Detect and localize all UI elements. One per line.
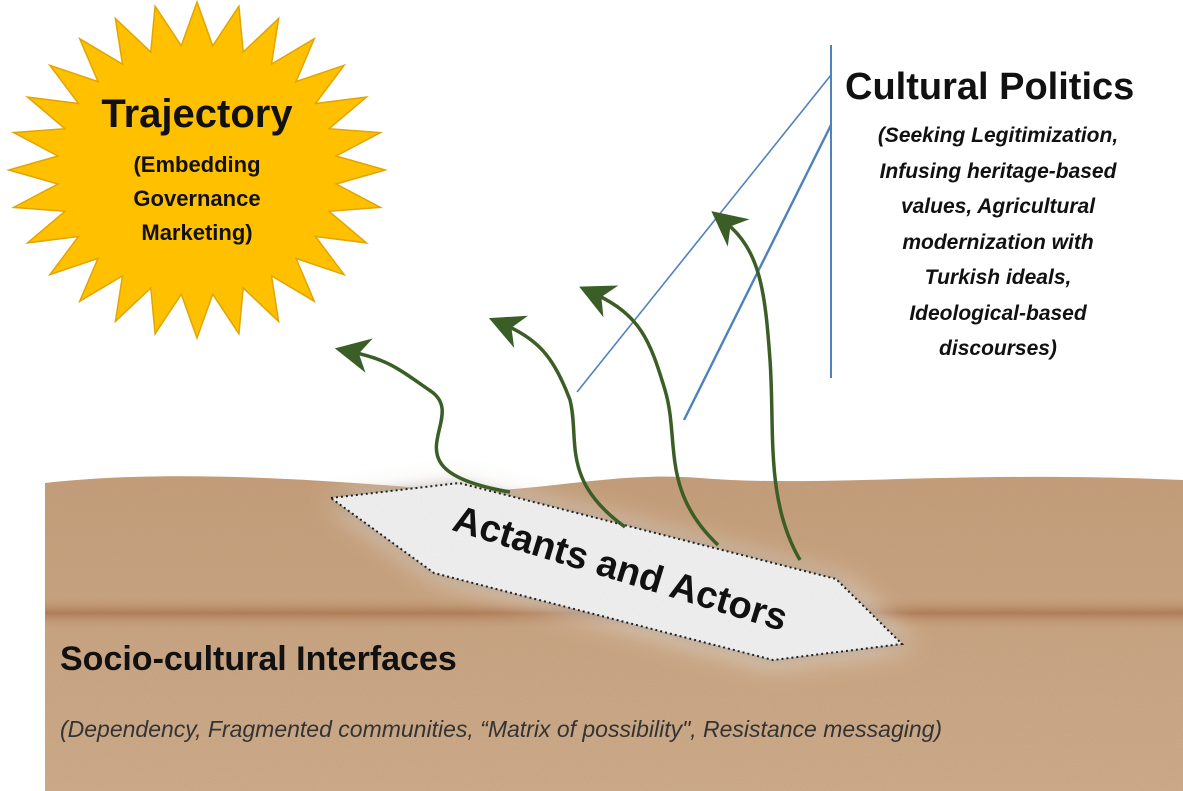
interfaces-subtitle: (Dependency, Fragmented communities, “Ma… [60, 716, 943, 742]
green-arrow-4 [711, 211, 802, 561]
green-arrow-2 [488, 315, 627, 529]
ground [45, 476, 1183, 791]
cultural-politics-title: Cultural Politics [845, 66, 1135, 108]
ground-texture [45, 476, 1183, 791]
trajectory-subtitle: (Embedding Governance Marketing) [133, 152, 261, 245]
green-arrow-3 [579, 285, 720, 547]
green-arrow-1 [334, 338, 511, 494]
connector-lines [576, 45, 833, 421]
cultural-politics-subtitle: (Seeking Legitimization, Infusing herita… [877, 124, 1119, 360]
actants-arrow [328, 481, 910, 663]
diagonal-line-1 [576, 74, 832, 393]
green-arrows [334, 211, 802, 561]
trajectory-sun [6, 0, 388, 341]
sun-shape [6, 0, 388, 341]
actants-arrow-border [328, 481, 905, 662]
actants-arrow-texture [331, 483, 902, 660]
trajectory-title: Trajectory [101, 92, 293, 136]
interfaces-title: Socio-cultural Interfaces [60, 640, 457, 678]
